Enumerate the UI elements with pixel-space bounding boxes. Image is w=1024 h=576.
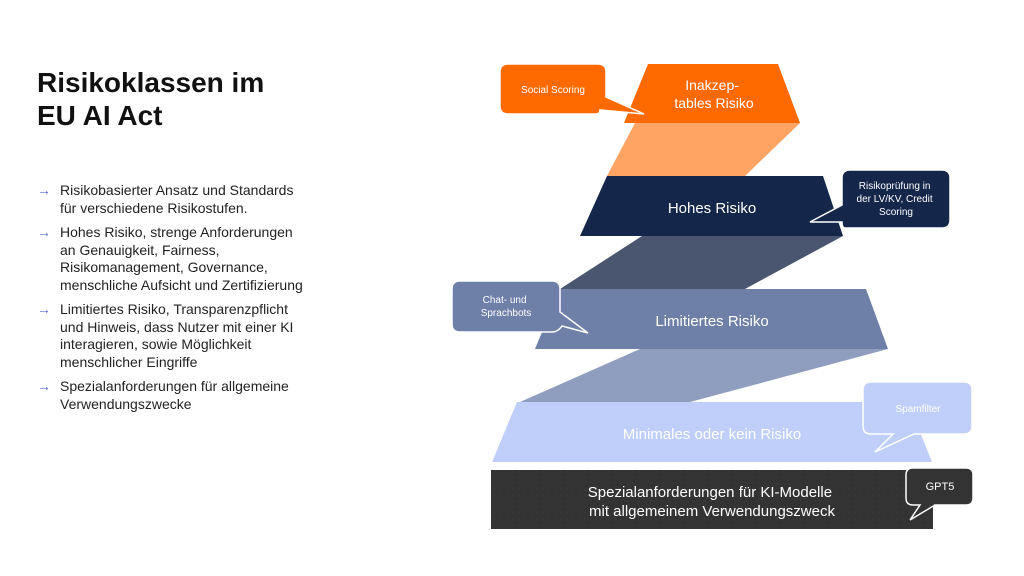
bullet-item: →Hohes Risiko, strenge Anforderungen an … (37, 224, 303, 293)
bullet-item: →Risikobasierter Ansatz und Standards fü… (37, 182, 294, 216)
callout-chatbots: Chat- und Sprachbots (451, 280, 589, 334)
connector-1 (560, 236, 843, 289)
arrow-right-icon: → (37, 378, 51, 394)
arrow-right-icon: → (37, 301, 51, 317)
svg-text:Social Scoring: Social Scoring (521, 85, 585, 96)
level-high-band (580, 176, 843, 236)
callout-gpt5: GPT5 (905, 467, 974, 521)
level-gpai-texture (491, 470, 933, 529)
connector-0 (607, 123, 800, 176)
arrow-right-icon: → (37, 182, 51, 198)
svg-text:Chat- und Sprachbots: Chat- und Sprachbots (481, 295, 532, 319)
level-minimal-band (492, 402, 932, 462)
level-limited-band (535, 289, 888, 349)
level-limited-label: Limitiertes Risiko (655, 313, 768, 330)
level-unacceptable-label: Inakzep- tables Risiko (674, 77, 754, 111)
bullet-item: →Limitiertes Risiko, Transparenzpflicht … (37, 301, 294, 370)
svg-text:Spamfilter: Spamfilter (895, 404, 941, 415)
callout-spamfilter: Spamfilter (862, 381, 973, 453)
title-line-2: EU AI Act (37, 100, 163, 131)
callout-social-scoring: Social Scoring (499, 63, 645, 115)
connector-2 (520, 349, 888, 402)
svg-text:Risikoprüfung in der LV/: Risikoprüfung in der LV/KV, Credit Scori… (857, 181, 936, 218)
bullet-item: →Spezialanforderungen für allgemeine Ver… (37, 378, 289, 412)
callout-high-risk-example: Risikoprüfung in der LV/KV, Credit Scori… (809, 169, 951, 229)
title-line-1: Risikoklassen im (37, 67, 265, 98)
svg-text:GPT5: GPT5 (926, 481, 955, 493)
slide-title: Risikoklassen im EU AI Act (37, 66, 317, 132)
level-minimal-label: Minimales oder kein Risiko (623, 426, 801, 443)
level-unacceptable-band (624, 64, 800, 123)
level-high-label: Hohes Risiko (668, 200, 756, 217)
arrow-right-icon: → (37, 224, 51, 240)
bullet-list: →Risikobasierter Ansatz und Standards fü… (37, 182, 307, 420)
level-gpai-label: Spezialanforderungen für KI-Modelle mit … (588, 484, 837, 520)
